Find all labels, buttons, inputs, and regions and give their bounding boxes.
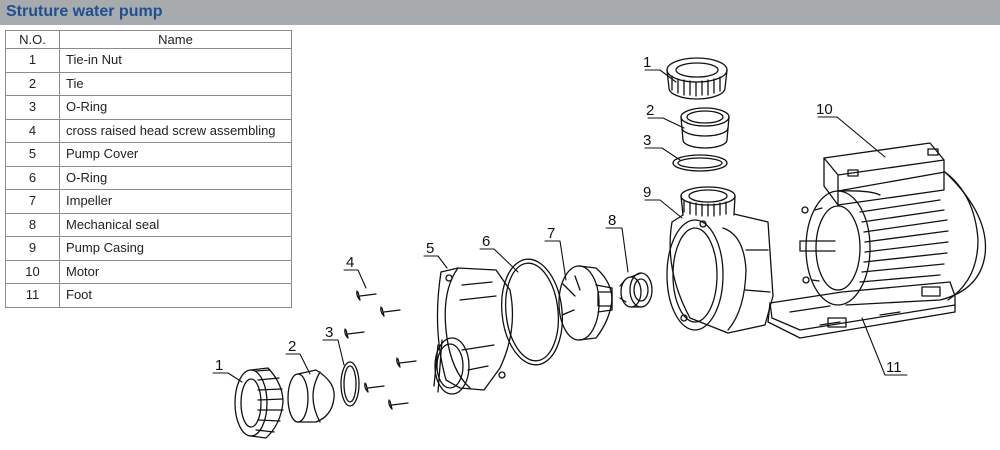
callout-5: 5: [426, 240, 434, 257]
part-name: Pump Casing: [59, 236, 292, 261]
part-number: 2: [5, 71, 60, 96]
callout-3-top: 3: [643, 132, 651, 149]
callout-2-top: 2: [646, 102, 654, 119]
o-ring-bottom-drawing: [340, 361, 360, 407]
part-name: Pump Cover: [59, 142, 292, 167]
part-number: 9: [5, 236, 60, 261]
callout-4: 4: [346, 254, 354, 271]
part-name: Motor: [59, 259, 292, 284]
callout-1-top: 1: [643, 54, 651, 71]
motor-drawing: [799, 142, 987, 306]
page-title: Struture water pump: [6, 3, 163, 20]
tie-top-drawing: [680, 107, 730, 149]
part-number: 8: [5, 212, 60, 237]
part-name: cross raised head screw assembling: [59, 118, 292, 143]
callout-leaders: [212, 69, 908, 383]
part-name: Foot: [59, 283, 292, 308]
part-name: Tie: [59, 71, 292, 96]
callout-7: 7: [547, 225, 555, 242]
o-ring-top-drawing: [672, 154, 728, 172]
part-number: 7: [5, 189, 60, 214]
callout-6: 6: [482, 233, 490, 250]
tie-bottom-drawing: [287, 369, 335, 423]
o-ring-large-drawing: [501, 258, 563, 366]
part-name: Mechanical seal: [59, 212, 292, 237]
header-bar: Struture water pump: [0, 0, 1000, 25]
column-header-name: Name: [59, 30, 292, 49]
callout-10: 10: [816, 101, 833, 118]
screws-drawing: [344, 290, 417, 410]
impeller-drawing: [558, 265, 613, 341]
callout-9: 9: [643, 184, 651, 201]
callout-11: 11: [886, 359, 902, 376]
pump-cover-drawing: [433, 267, 514, 395]
foot-drawing: [767, 281, 956, 339]
callout-2-bottom: 2: [288, 338, 296, 355]
mechanical-seal-drawing: [619, 272, 653, 308]
callout-1-bottom: 1: [215, 357, 223, 374]
callout-numbers: 1 2 3 9 10 11 8 7 6 5 4 3 2 1: [215, 54, 902, 376]
tie-in-nut-top-drawing: [666, 57, 728, 100]
part-name: O-Ring: [59, 95, 292, 120]
callout-3-bottom: 3: [325, 324, 333, 341]
table-header-row: N.O. Name: [5, 30, 292, 49]
part-number: 3: [5, 95, 60, 120]
tie-in-nut-bottom-drawing: [234, 367, 284, 439]
part-number: 1: [5, 48, 60, 73]
part-number: 10: [5, 259, 60, 284]
part-name: O-Ring: [59, 165, 292, 190]
part-name: Tie-in Nut: [59, 48, 292, 73]
callout-8: 8: [608, 212, 616, 229]
pump-casing-drawing: [666, 186, 774, 334]
